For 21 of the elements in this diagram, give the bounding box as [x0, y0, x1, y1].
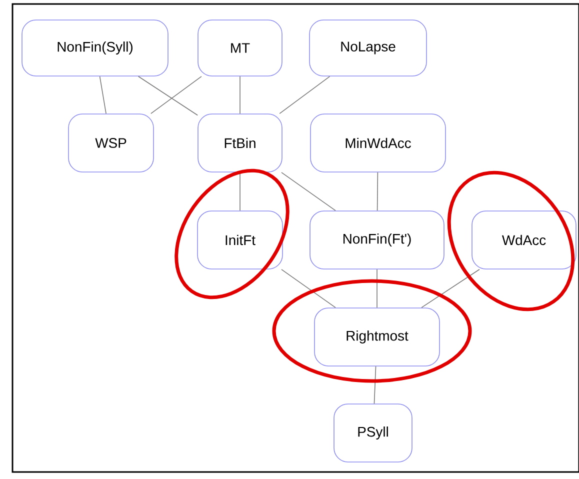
constraint-box: NonFin(Ft') — [310, 210, 444, 270]
constraint-box: WdAcc — [472, 210, 576, 270]
constraint-box: FtBin — [198, 114, 282, 172]
connector-line — [376, 172, 378, 211]
constraint-box: Rightmost — [314, 308, 440, 366]
constraint-box: InitFt — [197, 210, 283, 270]
connector-line — [376, 269, 378, 308]
connector-line — [281, 269, 336, 308]
connector-line — [150, 76, 202, 114]
constraint-box: WSP — [68, 114, 154, 172]
connector-line — [281, 172, 336, 211]
constraint-box: MinWdAcc — [310, 114, 446, 172]
connector-line — [421, 269, 480, 308]
connector-line — [138, 76, 198, 116]
constraint-box: MT — [198, 20, 282, 76]
constraint-box: NoLapse — [309, 20, 427, 76]
constraint-box: PSyll — [334, 404, 412, 462]
connector-line — [374, 366, 376, 404]
constraint-box: NonFin(Syll) — [22, 20, 168, 76]
connector-line — [99, 76, 106, 114]
connector-line — [279, 76, 330, 114]
